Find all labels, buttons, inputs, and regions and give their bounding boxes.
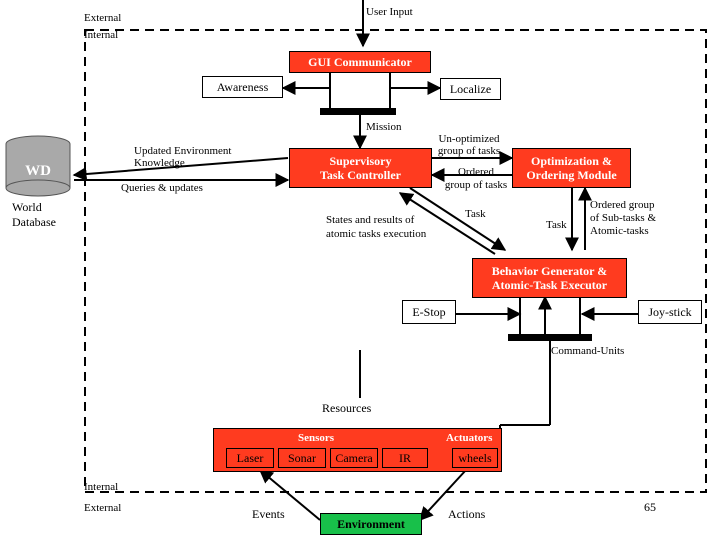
resources-label: Resources [322, 401, 372, 415]
external-label-bottom: External [84, 502, 122, 514]
sensor-laser-label: Laser [236, 450, 264, 465]
estop-box: E-Stop [402, 300, 456, 324]
updated-env-label-2: Knowledge [134, 157, 185, 169]
events-arrow [258, 469, 321, 521]
ordered-sub-label-1: Ordered group [590, 199, 655, 211]
unoptimized-label-2: group of tasks [437, 145, 501, 157]
ordered-sub-label-3: Atomic-tasks [590, 225, 649, 237]
sensor-camera: Camera [330, 448, 378, 468]
joystick-label: Joy-stick [648, 304, 692, 319]
localize-box: Localize [440, 78, 501, 100]
wd-label: WD [25, 162, 51, 179]
queries-label: Queries & updates [121, 182, 203, 194]
estop-label: E-Stop [412, 304, 446, 319]
actions-label: Actions [448, 507, 486, 521]
behavior-generator-box: Behavior Generator & Atomic-Task Executo… [472, 258, 627, 298]
task-arrow [409, 187, 507, 251]
sensor-laser: Laser [226, 448, 274, 468]
actuators-title: Actuators [446, 432, 493, 444]
supervisory-label-2: Task Controller [319, 168, 401, 182]
actuator-wheels-label: wheels [458, 450, 492, 465]
ordered-sub-label-2: of Sub-tasks & [590, 212, 656, 224]
states-label-1: States and results of [326, 214, 415, 226]
world-label-1: World [12, 200, 42, 214]
mission-junction-bar [320, 108, 396, 115]
ordered-label-1: Ordered [457, 166, 495, 178]
unoptimized-label-1: Un-optimized [438, 133, 500, 145]
actuator-wheels: wheels [452, 448, 498, 468]
database-icon [5, 135, 71, 197]
gui-communicator-box: GUI Communicator [289, 51, 431, 73]
world-label-2: Database [12, 215, 56, 229]
awareness-box: Awareness [202, 76, 283, 98]
page-number: 65 [644, 500, 656, 514]
env-knowledge-arrow [72, 157, 289, 181]
sensor-camera-label: Camera [335, 450, 373, 465]
joystick-box: Joy-stick [638, 300, 702, 324]
user-input-label: User Input [366, 6, 413, 18]
environment-label: Environment [337, 516, 405, 531]
optimization-box: Optimization & Ordering Module [512, 148, 631, 188]
external-label-top: External [84, 12, 122, 24]
sensor-ir: IR [382, 448, 428, 468]
internal-label-top: Internal [84, 29, 119, 41]
supervisory-label-1: Supervisory [329, 154, 392, 168]
internal-boundary [84, 29, 707, 493]
sensors-title: Sensors [298, 432, 335, 444]
wd-label-box: WD [12, 160, 64, 182]
states-label-2: atomic tasks execution [326, 228, 427, 240]
command-units-label: Command-Units [551, 345, 625, 357]
optimization-label-2: Ordering Module [526, 168, 617, 182]
awareness-label: Awareness [216, 79, 269, 94]
behavior-label-2: Atomic-Task Executor [491, 278, 608, 292]
behavior-label-1: Behavior Generator & [491, 264, 608, 278]
mission-label: Mission [366, 121, 402, 133]
localize-label: Localize [449, 81, 492, 96]
internal-label-bottom: Internal [84, 481, 119, 493]
task-label-upper: Task [465, 208, 486, 220]
supervisory-box: Supervisory Task Controller [289, 148, 432, 188]
sensor-sonar: Sonar [278, 448, 326, 468]
events-label: Events [252, 507, 285, 521]
gui-communicator-label: GUI Communicator [308, 55, 412, 69]
environment-box: Environment [320, 513, 422, 535]
sensor-sonar-label: Sonar [288, 450, 316, 465]
states-arrow [398, 192, 496, 255]
sensor-ir-label: IR [399, 450, 411, 465]
actions-arrow [419, 469, 467, 522]
updated-env-label-1: Updated Environment [134, 145, 232, 157]
ordered-label-2: group of tasks [444, 179, 508, 191]
command-junction-bar [508, 334, 592, 341]
task-label-lower: Task [546, 219, 567, 231]
optimization-label-1: Optimization & [530, 154, 612, 168]
